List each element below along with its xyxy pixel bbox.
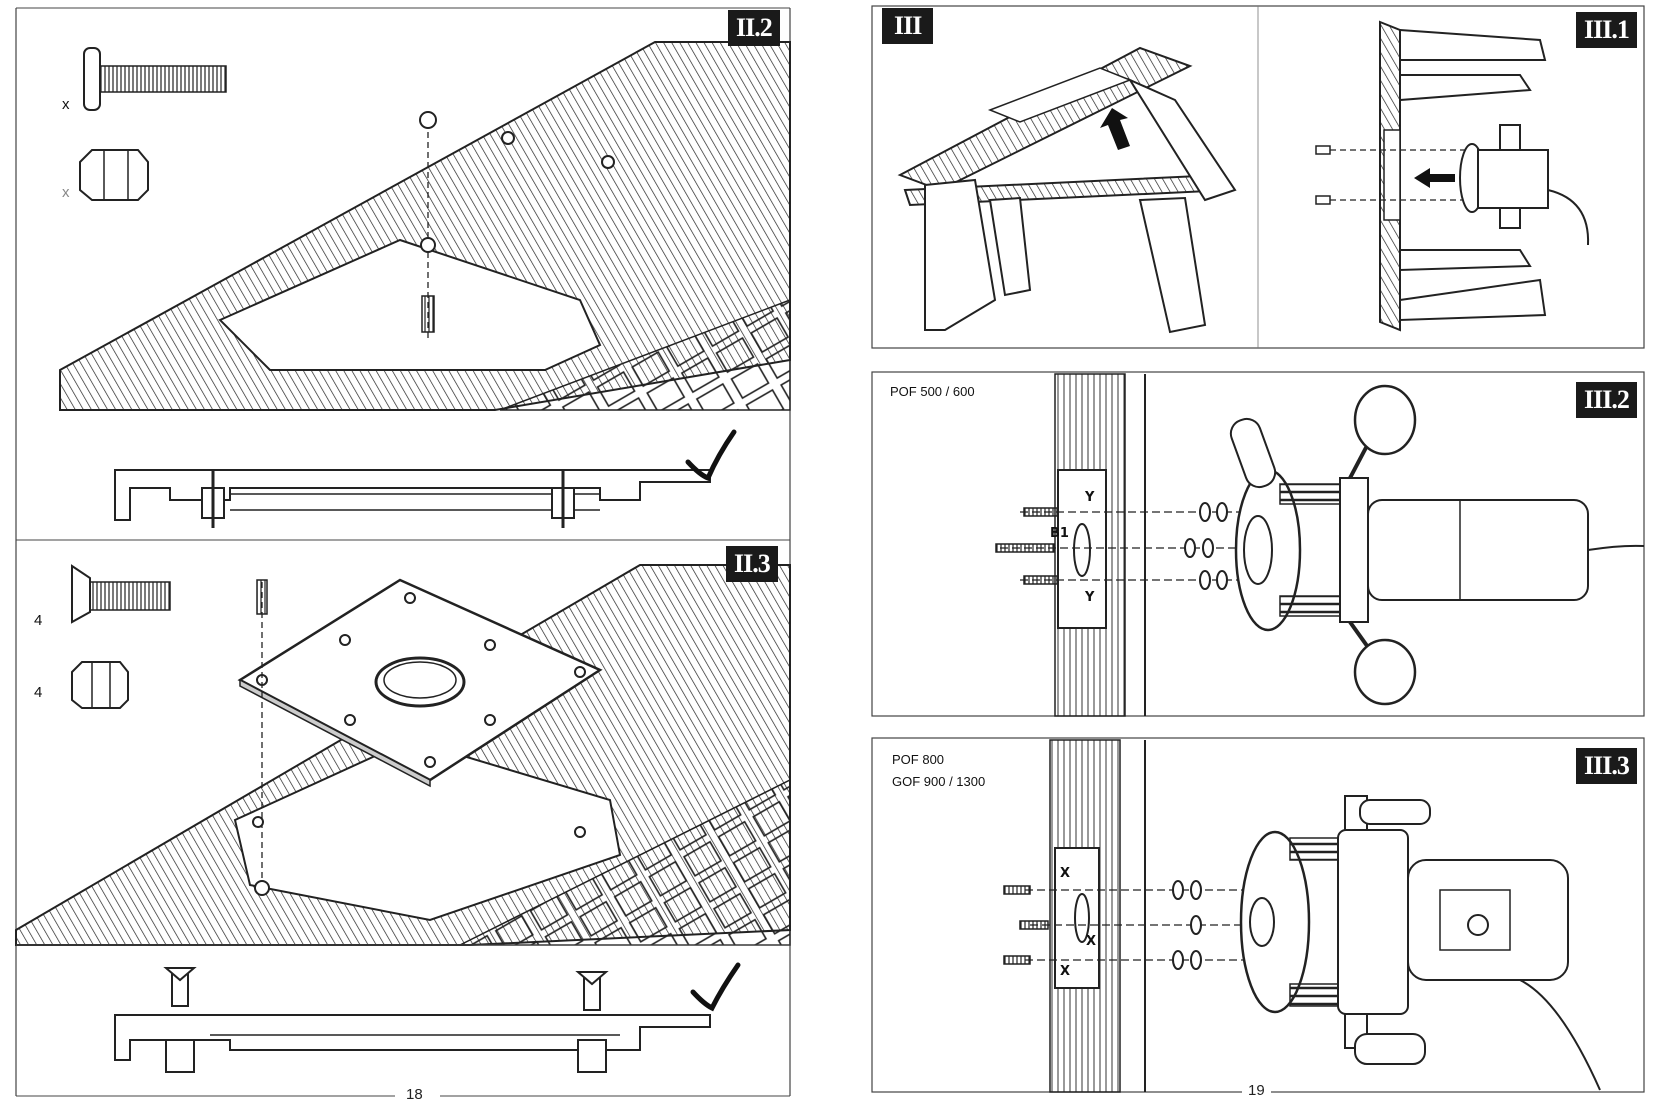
mark-b1: B1 (1050, 526, 1069, 541)
nut-quantity-ii3: 4 (34, 684, 43, 701)
caption-iii3-line2: GOF 900 / 1300 (892, 774, 986, 789)
figure-label-iii1: III.1 (1576, 12, 1637, 48)
router-table-plate-ii2 (59, 41, 791, 411)
section-view-ii2 (16, 469, 790, 541)
countersunk-screw-part (71, 564, 171, 624)
checkmark-icon (685, 429, 737, 482)
checkmark-icon (690, 962, 741, 1012)
page-number-right: 19 (1242, 1082, 1271, 1099)
router-drawing-iii2 (995, 373, 1645, 717)
workbench-drawing-iii (897, 46, 1237, 334)
mark-x-mid: X (1086, 934, 1097, 949)
mark-x-top: X (1060, 866, 1071, 881)
arrow-icon (1414, 168, 1455, 188)
figure-label-iii2: III.2 (1576, 382, 1637, 418)
nut-quantity: x (62, 184, 70, 201)
caption-iii3-line1: POF 800 (892, 752, 945, 767)
caption-iii2: POF 500 / 600 (890, 384, 975, 399)
figure-label-ii2: II.2 (728, 10, 780, 46)
figure-label-ii3: II.3 (726, 546, 778, 582)
section-view-ii3 (16, 944, 790, 1073)
router-mount-drawing-iii1 (1315, 20, 1590, 332)
nut-part (79, 149, 149, 201)
mark-x-bottom: X (1060, 964, 1071, 979)
screw-quantity: x (62, 96, 70, 113)
figure-label-iii3: III.3 (1576, 748, 1637, 784)
mark-y-bottom: Y (1085, 590, 1095, 605)
router-table-plate-ii3 (15, 564, 791, 946)
figure-label-iii: III (882, 8, 934, 44)
arrow-icon (1100, 108, 1130, 150)
countersunk-screw-quantity: 4 (34, 612, 43, 629)
screw-part (83, 47, 227, 111)
mark-y-top: Y (1085, 490, 1095, 505)
page-number-left: 18 (400, 1086, 429, 1103)
router-drawing-iii3 (1003, 739, 1601, 1093)
nut-part-ii3 (71, 661, 129, 709)
